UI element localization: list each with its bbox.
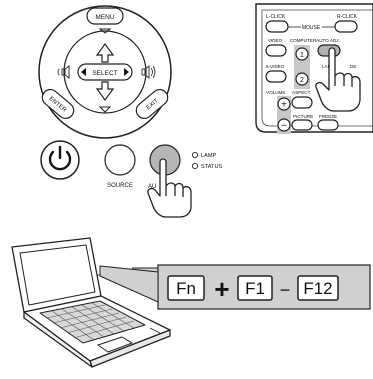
- select-button[interactable]: [77, 63, 133, 81]
- aspect-button[interactable]: [291, 96, 313, 109]
- freeze-label: FREEZE: [319, 114, 337, 119]
- f12-key-label: F12: [303, 279, 332, 298]
- volume-label: VOLUME: [266, 90, 285, 95]
- volume-up-button[interactable]: [277, 97, 291, 111]
- key-combination: Fn + F1 − F12: [98, 264, 371, 310]
- up-arrow-icon[interactable]: [95, 42, 115, 63]
- remote-control: L-CLICK R-CLICK MOUSE VIDEO COMPUTER AUT…: [255, 3, 373, 134]
- menu-button[interactable]: [86, 7, 124, 25]
- status-label: STATUS: [201, 164, 223, 170]
- s-video-label: S-VIDEO: [266, 64, 285, 69]
- source-button[interactable]: [104, 144, 136, 176]
- laptop: [11, 237, 171, 368]
- projector-panel: MENU SELECT ENTER: [38, 5, 223, 218]
- down-marker-icon: [98, 106, 112, 113]
- status-indicator: [191, 162, 199, 170]
- volume-down-icon: [57, 65, 70, 79]
- f1-key: [237, 275, 273, 301]
- computer-2-label: 2: [300, 77, 304, 84]
- plus-sign: +: [214, 274, 229, 304]
- power-icon: [48, 145, 72, 171]
- l-click-button[interactable]: [265, 20, 289, 33]
- mouse-label: MOUSE: [302, 25, 321, 31]
- aspect-label: ASPECT: [292, 90, 311, 95]
- video-label: VIDEO: [268, 38, 283, 43]
- remote-pointing-hand-icon: [315, 47, 361, 112]
- enter-button[interactable]: ENTER: [39, 86, 77, 121]
- auto-adjust-label: AU: [148, 184, 156, 190]
- computer-1-label: 1: [300, 52, 304, 59]
- fn-key-label: Fn: [176, 279, 196, 298]
- laptop-touchpad[interactable]: [97, 336, 133, 353]
- volume-plus-label: +: [281, 100, 287, 111]
- freeze-button[interactable]: [317, 119, 339, 131]
- s-video-button[interactable]: [265, 70, 287, 83]
- lamp-mode-label-end: DE: [350, 64, 356, 69]
- computer-2-button[interactable]: [295, 72, 309, 86]
- laptop-screen: [19, 244, 96, 306]
- f1-key-label: F1: [245, 279, 265, 298]
- r-click-button[interactable]: [334, 20, 358, 33]
- pointing-hand-icon: [147, 158, 192, 218]
- fn-key: [167, 275, 205, 301]
- menu-label: MENU: [95, 14, 114, 21]
- l-click-label: L-CLICK: [266, 14, 286, 20]
- lamp-indicator: [191, 151, 199, 159]
- r-click-label: R-CLICK: [337, 14, 358, 20]
- key-callout-pointer: [99, 265, 159, 303]
- select-label: SELECT: [92, 70, 117, 77]
- volume-down-button[interactable]: [277, 118, 291, 132]
- left-arrow-icon[interactable]: [81, 68, 86, 76]
- exit-button[interactable]: EXIT: [133, 86, 171, 121]
- right-arrow-icon[interactable]: [124, 68, 129, 76]
- computer-label: COMPUTER: [290, 38, 317, 43]
- range-dash: −: [280, 280, 291, 300]
- power-button[interactable]: [40, 140, 80, 180]
- menu-arrow-icon: [98, 28, 112, 34]
- lamp-mode-label-start: LAM: [322, 64, 332, 69]
- picture-label: PICTURE: [293, 114, 313, 119]
- computer-1-button[interactable]: [295, 47, 309, 61]
- source-label: SOURCE: [107, 183, 133, 189]
- f12-key: [297, 275, 339, 301]
- auto-adj-label: AUTO ADJ.: [316, 38, 340, 43]
- volume-up-icon: [141, 65, 156, 79]
- lamp-label: LAMP: [201, 153, 217, 159]
- volume-minus-label: −: [281, 121, 287, 132]
- picture-button[interactable]: [291, 119, 313, 131]
- down-arrow-icon[interactable]: [95, 81, 115, 102]
- video-button[interactable]: [265, 44, 287, 57]
